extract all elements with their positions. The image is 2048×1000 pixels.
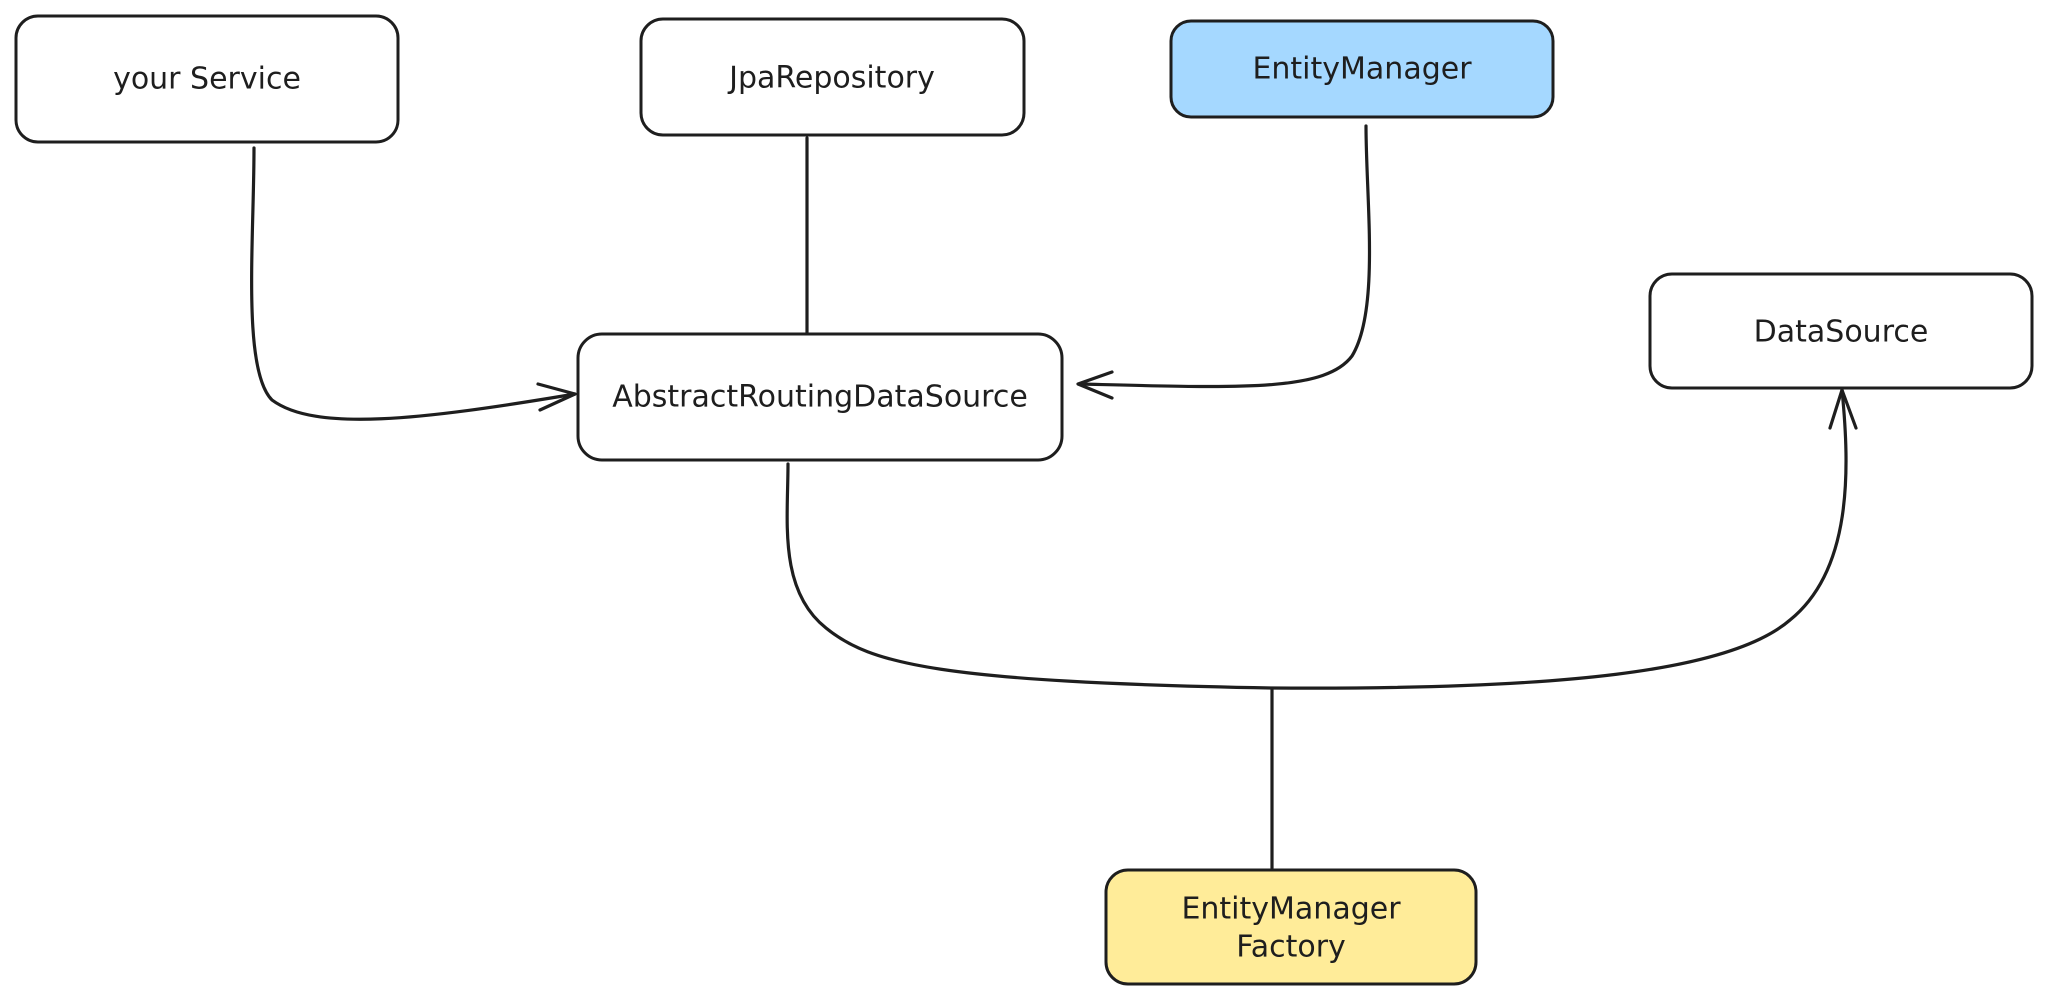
node-routing-datasource[interactable]: AbstractRoutingDataSource (576, 332, 1064, 462)
node-datasource-label: DataSource (1754, 315, 1929, 350)
node-routing-datasource-label: AbstractRoutingDataSource (612, 380, 1028, 415)
node-jpa-repository-label: JpaRepository (727, 61, 935, 96)
node-entity-manager[interactable]: EntityManager (1169, 19, 1555, 119)
node-jpa-repository-box (639, 17, 1026, 137)
node-entity-manager-factory-label-line1: EntityManager (1181, 892, 1401, 927)
node-entity-manager-box (1169, 19, 1555, 119)
edges (250, 124, 1858, 870)
edge-routing-to-datasource (785, 388, 1858, 690)
node-datasource-box (1648, 272, 2034, 390)
node-datasource[interactable]: DataSource (1648, 272, 2034, 390)
edge-service-to-routing-line (250, 146, 577, 421)
node-jpa-repository[interactable]: JpaRepository (639, 17, 1026, 137)
node-entity-manager-factory-label-line2: Factory (1236, 930, 1346, 965)
node-routing-datasource-box (576, 332, 1064, 462)
edge-entitymanager-to-routing-line (1078, 124, 1372, 389)
node-entity-manager-factory[interactable]: EntityManager Factory (1104, 868, 1478, 986)
arrowhead-routing-right (1076, 370, 1114, 400)
node-your-service-label: your Service (113, 62, 301, 97)
node-entity-manager-label: EntityManager (1252, 52, 1472, 87)
edge-routing-to-datasource-line (785, 388, 1848, 690)
node-entity-manager-factory-box (1104, 868, 1478, 986)
node-your-service-box (14, 14, 400, 144)
arrowhead-datasource (1828, 388, 1858, 430)
edge-service-to-routing (250, 146, 577, 421)
node-your-service[interactable]: your Service (14, 14, 400, 144)
arrowhead-routing-left (536, 382, 577, 412)
edge-entitymanager-to-routing (1076, 124, 1372, 400)
